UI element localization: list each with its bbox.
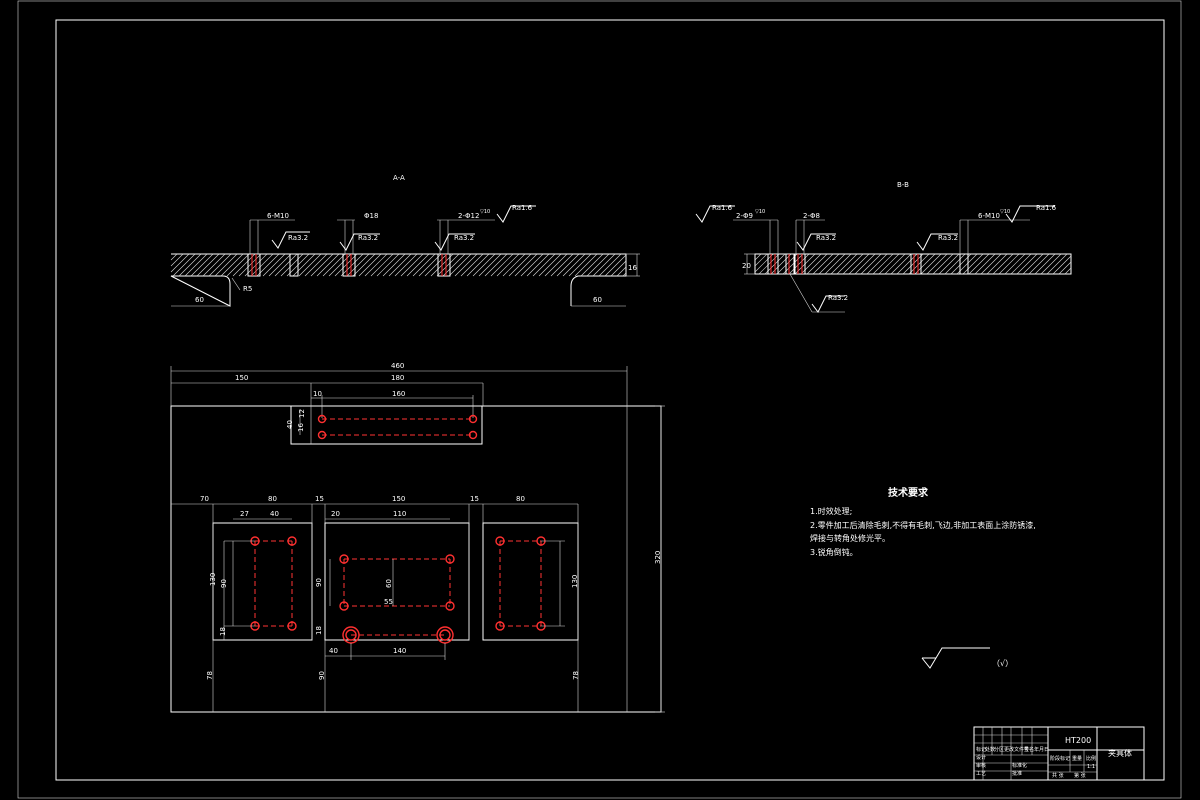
- plan-dim-right-130: 130: [571, 575, 579, 588]
- plan-dim-row-15a: 15: [315, 495, 324, 503]
- rough-general: （√）: [992, 659, 1013, 668]
- plan-dim-mid-18: 18: [315, 626, 323, 635]
- plan-dim-mid-55: 55: [384, 598, 393, 606]
- bb-rough-left: Ra1.6: [712, 204, 733, 212]
- aa-holes1: 6-M10: [267, 212, 289, 220]
- aa-r-label: R5: [243, 285, 252, 293]
- general-roughness: （√）: [921, 647, 1013, 669]
- plan-dim-row-70: 70: [200, 495, 209, 503]
- plan-dim-left-offset: 150: [235, 374, 248, 382]
- title-label-1: 处数: [985, 746, 995, 753]
- title-label-10: 阶段标记: [1050, 755, 1070, 762]
- bb-holes-b: 2-Φ8: [803, 212, 820, 220]
- plan-dim-top-v2: 16: [297, 423, 305, 432]
- bb-rough-right: Ra1.6: [1036, 204, 1057, 212]
- bb-holes-c-depth: ▽10: [1000, 209, 1010, 215]
- plan-dim-top-hole-span: 160: [392, 390, 405, 398]
- title-label-4: 签名: [1024, 746, 1034, 753]
- title-label-8: 工艺: [976, 771, 986, 777]
- notes-title: 技术要求: [888, 486, 929, 499]
- technical-notes: 技术要求 1.时效处理; 2.零件加工后清除毛刺,不得有毛刺,飞边,非加工表面上…: [810, 486, 1036, 557]
- aa-rough2: Ra3.2: [358, 234, 378, 242]
- aa-dim-right: 60: [593, 296, 602, 304]
- notes-item-4: 3.锐角倒钝。: [810, 547, 858, 557]
- title-label-0: 标记: [976, 746, 986, 753]
- section-b-b-hatch: [754, 253, 1072, 275]
- aa-holes2: Φ18: [364, 212, 378, 220]
- notes-item-1: 1.时效处理;: [810, 506, 852, 516]
- title-label-2: 分区: [994, 746, 1004, 753]
- aa-rough3: Ra3.2: [454, 234, 474, 242]
- title-label-5: 年月日: [1034, 746, 1049, 753]
- bb-rough-mid: Ra3.2: [816, 234, 836, 242]
- section-a-a-label: A-A: [393, 174, 405, 182]
- aa-dim-left: 60: [195, 296, 204, 304]
- section-b-b: B-B 2-Φ9 ▽10 2-Φ8 6-M10 ▽10 Ra1.6 Ra3.2 …: [695, 181, 1072, 313]
- plan-dim-bot-left: 78: [206, 671, 214, 680]
- plan-dim-total-h: 320: [654, 551, 662, 564]
- plan-dim-left-130: 130: [209, 573, 217, 586]
- notes-item-2: 2.零件加工后清除毛刺,不得有毛刺,飞边,非加工表面上涂防锈漆,: [810, 520, 1036, 530]
- aa-rough1: Ra3.2: [288, 234, 308, 242]
- plan-dim-mid-110: 110: [393, 510, 406, 518]
- plan-dim-left-18: 18: [219, 627, 227, 636]
- title-block: HT200 夹具体 标记 处数 分区 更改文件号 签名 年月日 设计 审核 工艺…: [973, 726, 1145, 781]
- plan-dim-row-80a: 80: [268, 495, 277, 503]
- plan-dim-row-15b: 15: [470, 495, 479, 503]
- plan-dim-overall-w: 460: [391, 362, 404, 370]
- title-label-12: 比例: [1086, 755, 1096, 762]
- bb-rough-right-mid: Ra3.2: [938, 234, 958, 242]
- plan-dim-row-80b: 80: [516, 495, 525, 503]
- bb-holes-a: 2-Φ9: [736, 212, 753, 220]
- notes-item-3: 焊接与转角处修光平。: [810, 533, 890, 543]
- inner-border: [55, 19, 1165, 781]
- section-a-a: A-A 6-M10 Φ18 2-Φ12 ▽10 Ra3.2 Ra3.2 Ra3.…: [170, 174, 640, 307]
- plan-dim-bot-mid: 90: [318, 671, 326, 680]
- plan-dim-top-inset: 10: [313, 390, 322, 398]
- section-a-a-hatch: [170, 253, 627, 277]
- outer-border: [17, 0, 1182, 799]
- plan-dim-mid-40: 40: [329, 647, 338, 655]
- title-label-3: 更改文件号: [1004, 746, 1029, 753]
- plan-view: 460 150 180 10 160 12 16 40 320 70 80 15…: [170, 362, 665, 713]
- plan-dim-top-h: 40: [286, 420, 294, 429]
- plan-dim-left-90: 90: [220, 579, 228, 588]
- title-label-13: 共 张: [1052, 772, 1064, 779]
- plan-dim-left-27: 27: [240, 510, 249, 518]
- plan-dim-top-v1: 12: [298, 409, 306, 418]
- bb-dim-height: 20: [742, 262, 751, 270]
- plan-dim-bot-right: 78: [572, 671, 580, 680]
- bb-rough-bottom: Ra3.2: [828, 294, 848, 302]
- plan-dim-mid-140: 140: [393, 647, 406, 655]
- title-label-14: 第 张: [1074, 772, 1086, 779]
- bb-holes-a-depth: ▽10: [755, 209, 765, 215]
- aa-holes3: 2-Φ12: [458, 212, 479, 220]
- plan-dim-mid-20: 20: [331, 510, 340, 518]
- plan-dim-row-150: 150: [392, 495, 405, 503]
- plan-dim-top-plate-w: 180: [391, 374, 404, 382]
- title-label-6: 设计: [976, 754, 986, 761]
- aa-holes3-depth: ▽10: [480, 209, 490, 215]
- title-label-15: 标准化: [1012, 762, 1027, 769]
- aa-dim-height: 16: [628, 264, 637, 272]
- plan-dim-mid-90: 90: [315, 578, 323, 587]
- plan-dim-mid-60: 60: [385, 579, 393, 588]
- aa-rough-top: Ra1.6: [512, 204, 533, 212]
- title-scale: 1:1: [1087, 764, 1095, 770]
- title-material: HT200: [1065, 736, 1091, 745]
- bb-holes-c: 6-M10: [978, 212, 1000, 220]
- plan-dim-left-40: 40: [270, 510, 279, 518]
- title-label-11: 重量: [1072, 755, 1082, 762]
- section-b-b-label: B-B: [897, 181, 909, 189]
- title-label-9: 批准: [1012, 770, 1022, 777]
- title-label-7: 审核: [976, 762, 986, 769]
- title-part-name: 夹具体: [1108, 748, 1132, 758]
